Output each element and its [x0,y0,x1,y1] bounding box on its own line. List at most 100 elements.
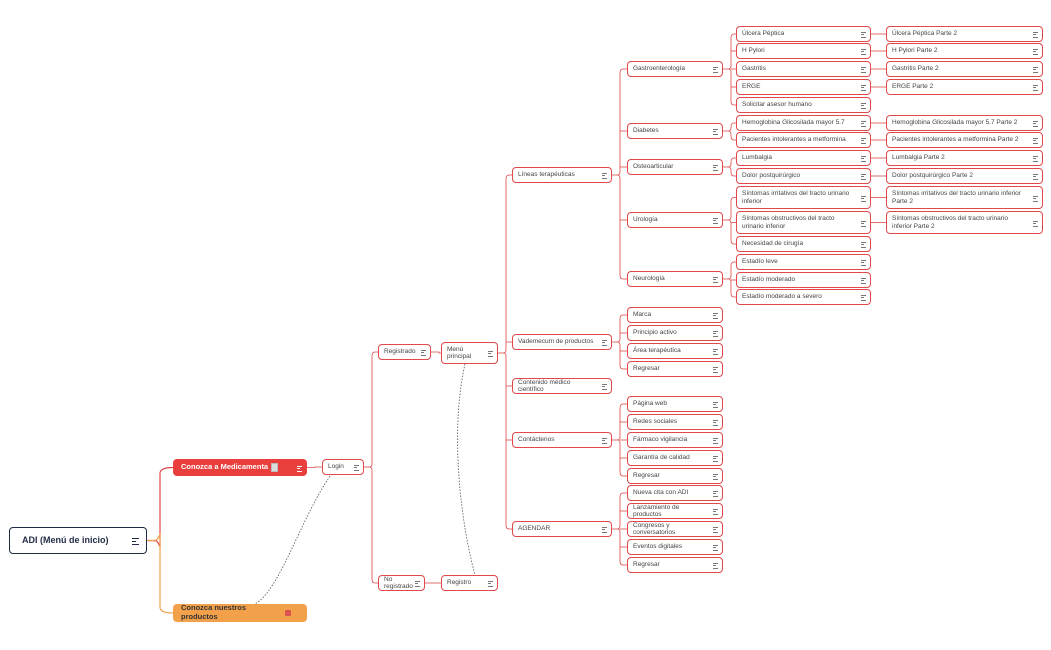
notes-icon[interactable] [861,67,866,73]
notes-icon[interactable] [1033,49,1038,55]
notes-icon[interactable] [1033,138,1038,144]
notes-icon[interactable] [713,491,718,497]
node-garantia[interactable]: Garantía de calidad [627,450,723,466]
node-ulcera2[interactable]: Úlcera Péptica Parte 2 [886,26,1043,42]
notes-icon[interactable] [861,49,866,55]
notes-icon[interactable] [354,465,359,471]
node-leve[interactable]: Estadío leve [736,254,871,270]
node-obstructivos2[interactable]: Síntomas obstructivos del tracto urinari… [886,211,1043,234]
node-lanzamiento[interactable]: Lanzamiento de productos [627,503,723,519]
notes-icon[interactable] [1033,174,1038,180]
notes-icon[interactable] [713,420,718,426]
node-obstructivos[interactable]: Síntomas obstructivos del tracto urinari… [736,211,871,234]
notes-icon[interactable] [602,384,607,390]
node-moderado[interactable]: Estadío moderado [736,272,871,288]
node-erge2[interactable]: ERGE Parte 2 [886,79,1043,95]
notes-icon[interactable] [713,165,718,171]
node-diabetes[interactable]: Diabetes [627,123,723,139]
notes-icon[interactable] [713,563,718,569]
notes-icon[interactable] [1033,85,1038,91]
node-conozca-med[interactable]: Conozca a Medicamenta [173,459,307,476]
notes-icon[interactable] [713,331,718,337]
node-eventos[interactable]: Eventos digitales [627,539,723,555]
notes-icon[interactable] [713,474,718,480]
notes-icon[interactable] [713,129,718,135]
node-gastritis[interactable]: Gastritis [736,61,871,77]
notes-icon[interactable] [861,242,866,248]
node-redes[interactable]: Redes sociales [627,414,723,430]
notes-icon[interactable] [488,581,493,587]
notes-icon[interactable] [713,438,718,444]
notes-icon[interactable] [488,351,493,357]
node-hpylori2[interactable]: H Pylori Parte 2 [886,43,1043,59]
notes-icon[interactable] [602,173,607,179]
node-agendar[interactable]: AGENDAR [512,521,612,537]
node-nueva-cita[interactable]: Nueva cita con ADI [627,485,723,501]
notes-icon[interactable] [861,156,866,162]
notes-icon[interactable] [713,313,718,319]
node-regresar-a[interactable]: Regresar [627,557,723,573]
notes-icon[interactable] [861,121,866,127]
node-hpylori[interactable]: H Pylori [736,43,871,59]
notes-icon[interactable] [602,340,607,346]
node-intol2[interactable]: Pacientes intolerantes a metformina Part… [886,132,1043,148]
notes-icon[interactable] [132,537,139,545]
node-registrado[interactable]: Registrado [378,344,431,360]
notes-icon[interactable] [861,295,866,301]
notes-icon[interactable] [861,174,866,180]
node-pagina[interactable]: Página web [627,396,723,412]
node-menu-principal[interactable]: Menú principal [441,342,498,364]
notes-icon[interactable] [713,509,718,515]
notes-icon[interactable] [861,278,866,284]
notes-icon[interactable] [713,277,718,283]
node-hemo[interactable]: Hemoglobina Glicosilada mayor 5.7 [736,115,871,131]
node-login[interactable]: Login [322,459,364,475]
node-conozca-prod[interactable]: Conozca nuestros productos [173,603,307,622]
notes-icon[interactable] [1033,32,1038,38]
node-gastritis2[interactable]: Gastritis Parte 2 [886,61,1043,77]
notes-icon[interactable] [861,32,866,38]
node-contenido[interactable]: Contenido médico científico [512,378,612,394]
notes-icon[interactable] [713,367,718,373]
node-no-registrado[interactable]: No registrado [378,575,425,591]
node-regresar-c[interactable]: Regresar [627,468,723,484]
notes-icon[interactable] [415,581,420,587]
notes-icon[interactable] [861,138,866,144]
notes-icon[interactable] [713,218,718,224]
node-contactenos[interactable]: Contáctenos [512,432,612,448]
notes-icon[interactable] [1033,156,1038,162]
node-osteo[interactable]: Osteoarticular [627,159,723,175]
node-cirugia[interactable]: Necesidad de cirugía [736,236,871,252]
node-regresar-v[interactable]: Regresar [627,361,723,377]
notes-icon[interactable] [297,465,302,472]
notes-icon[interactable] [861,260,866,266]
notes-icon[interactable] [713,402,718,408]
notes-icon[interactable] [1033,195,1038,202]
notes-icon[interactable] [1033,67,1038,73]
node-congresos[interactable]: Congresos y conversatorios [627,521,723,537]
node-area[interactable]: Área terapéutica [627,343,723,359]
node-dolor2[interactable]: Dolor postquirúrgico Parte 2 [886,168,1043,184]
node-asesor[interactable]: Solicitar asesor humano [736,97,871,113]
notes-icon[interactable] [421,350,426,356]
notes-icon[interactable] [1033,121,1038,127]
notes-icon[interactable] [861,195,866,202]
node-irritativos[interactable]: Síntomas irritativos del tracto urinario… [736,186,871,209]
notes-icon[interactable] [1033,220,1038,227]
notes-icon[interactable] [861,220,866,227]
notes-icon[interactable] [713,545,718,551]
notes-icon[interactable] [861,103,866,109]
node-lumbalgia2[interactable]: Lumbalgia Parte 2 [886,150,1043,166]
node-dolor[interactable]: Dolor postquirúrgico [736,168,871,184]
node-erge[interactable]: ERGE [736,79,871,95]
notes-icon[interactable] [713,67,718,73]
node-ulcera[interactable]: Úlcera Péptica [736,26,871,42]
node-irritativos2[interactable]: Síntomas irritativos del tracto urinario… [886,186,1043,209]
node-urologia[interactable]: Urología [627,212,723,228]
node-neurologia[interactable]: Neurología [627,271,723,287]
notes-icon[interactable] [602,527,607,533]
notes-icon[interactable] [602,438,607,444]
node-severo[interactable]: Estadío moderado a severo [736,289,871,305]
node-farmaco[interactable]: Fármaco vigilancia [627,432,723,448]
notes-icon[interactable] [713,527,718,533]
